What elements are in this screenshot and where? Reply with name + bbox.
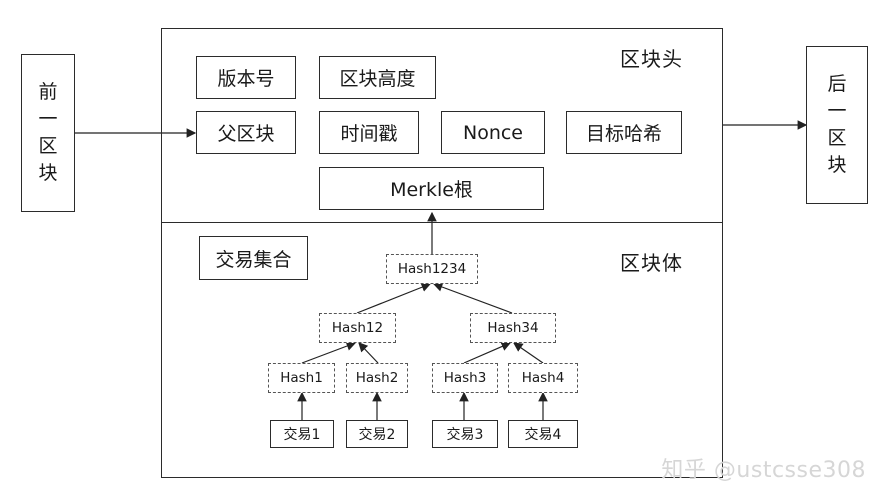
arrow-hash12-to-root bbox=[356, 282, 432, 314]
height-field: 区块高度 bbox=[319, 56, 436, 99]
arrow-hash2-to-hash12 bbox=[358, 342, 379, 364]
arrow-hash4-to-hash34 bbox=[513, 342, 544, 364]
next-block-char: 块 bbox=[827, 154, 847, 176]
next-block: 后 一 区 块 bbox=[806, 46, 868, 204]
merkle-node-level1: Hash34 bbox=[470, 313, 556, 343]
merkle-leaf-hash: Hash4 bbox=[508, 363, 578, 393]
version-field: 版本号 bbox=[196, 56, 296, 99]
next-block-char: 后 bbox=[827, 73, 847, 95]
arrow-hash1-to-hash12 bbox=[301, 341, 357, 364]
block-body-title: 区块体 bbox=[620, 251, 683, 275]
prev-block-char: 前 bbox=[38, 81, 58, 103]
block-body-panel bbox=[161, 222, 723, 478]
merkle-leaf-hash: Hash2 bbox=[346, 363, 408, 393]
transaction-box: 交易1 bbox=[270, 420, 334, 448]
transaction-box: 交易3 bbox=[432, 420, 498, 448]
parent-field: 父区块 bbox=[196, 111, 296, 154]
merkle-leaf-hash: Hash3 bbox=[432, 363, 498, 393]
prev-block-char: 区 bbox=[38, 135, 58, 157]
next-block-char: 一 bbox=[827, 100, 847, 122]
transaction-box: 交易2 bbox=[346, 420, 408, 448]
prev-block-char: 块 bbox=[38, 162, 58, 184]
watermark: 知乎 @ustcsse308 bbox=[661, 458, 866, 483]
merkle-leaf-hash: Hash1 bbox=[268, 363, 335, 393]
tx-set-label: 交易集合 bbox=[199, 236, 308, 280]
merkle-node-root: Hash1234 bbox=[386, 254, 478, 284]
timestamp-field: 时间戳 bbox=[319, 111, 419, 154]
transaction-box: 交易4 bbox=[508, 420, 578, 448]
nonce-field: Nonce bbox=[441, 111, 545, 154]
arrow-hash3-to-hash34 bbox=[463, 341, 512, 364]
prev-block: 前 一 区 块 bbox=[21, 54, 75, 212]
block-header-title: 区块头 bbox=[620, 47, 683, 71]
next-block-char: 区 bbox=[827, 127, 847, 149]
arrow-hash34-to-root bbox=[432, 282, 513, 314]
target-hash-field: 目标哈希 bbox=[566, 111, 682, 154]
merkle-node-level1: Hash12 bbox=[319, 313, 396, 343]
merkle-root-field: Merkle根 bbox=[319, 167, 544, 210]
prev-block-char: 一 bbox=[38, 108, 58, 130]
